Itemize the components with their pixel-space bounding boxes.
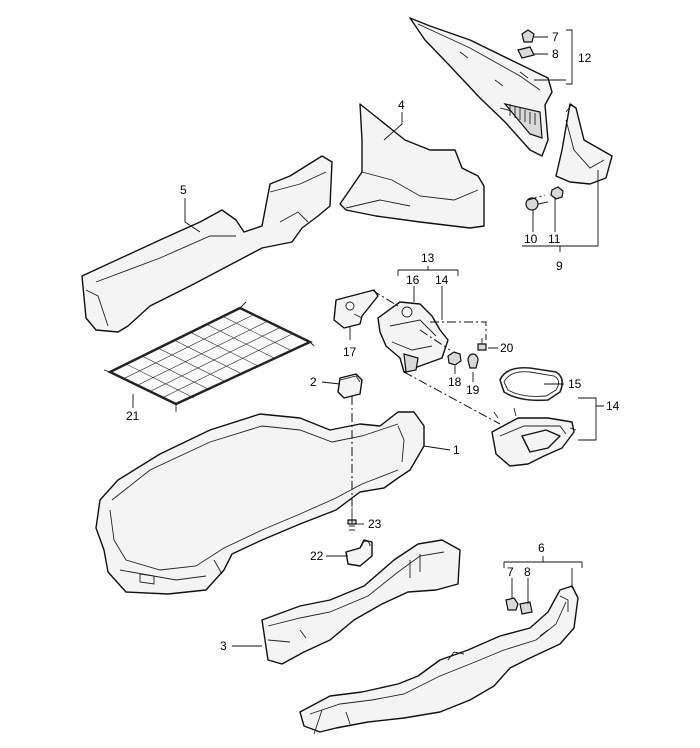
part-22-bracket xyxy=(345,539,373,567)
callout-8-bottom: 8 xyxy=(524,565,531,579)
callout-17: 17 xyxy=(343,345,357,359)
part-16-latch-housing xyxy=(377,301,449,373)
part-11-nut xyxy=(550,186,564,200)
callout-13: 13 xyxy=(421,251,435,265)
callout-20: 20 xyxy=(500,341,514,355)
leader-lines xyxy=(132,29,604,647)
part-20-screw xyxy=(477,338,487,351)
part-8-nut-top xyxy=(517,46,535,59)
part-23-bolt xyxy=(347,508,357,531)
part-19-clip xyxy=(467,353,479,369)
part-5-side-member xyxy=(81,155,333,333)
callout-22: 22 xyxy=(310,549,324,563)
callout-16: 16 xyxy=(406,273,420,287)
part-14-lock-cover xyxy=(491,407,577,467)
callout-1: 1 xyxy=(453,443,460,457)
callout-8-top: 8 xyxy=(552,47,559,61)
callout-7-bottom: 7 xyxy=(507,565,514,579)
callout-18: 18 xyxy=(448,375,462,389)
callout-21: 21 xyxy=(126,409,140,423)
callout-19: 19 xyxy=(466,383,480,397)
callout-2: 2 xyxy=(310,375,317,389)
callout-23: 23 xyxy=(368,517,382,531)
part-3-lower-member xyxy=(261,539,461,665)
part-4-side-panel xyxy=(339,103,485,229)
callout-labels: 7 8 12 4 5 10 11 9 13 16 14 17 20 18 19 … xyxy=(126,30,620,653)
callout-9: 9 xyxy=(556,259,563,273)
part-15-seal xyxy=(499,366,564,402)
part-17-bracket xyxy=(333,289,379,329)
callout-12: 12 xyxy=(578,51,592,65)
callout-10: 10 xyxy=(524,232,538,246)
callout-7-top: 7 xyxy=(552,30,559,44)
part-21-cargo-net xyxy=(103,301,315,412)
part-1-trunk-liner xyxy=(95,411,425,595)
callout-15: 15 xyxy=(568,377,582,391)
callout-14-right: 14 xyxy=(606,399,620,413)
callout-5: 5 xyxy=(180,183,187,197)
part-18-nut xyxy=(447,351,462,366)
part-7-clip-top xyxy=(521,29,535,43)
part-8-nut-bottom xyxy=(519,601,533,615)
assembly-lines xyxy=(351,194,546,510)
callout-4: 4 xyxy=(398,98,405,112)
callout-14-top: 14 xyxy=(435,273,449,287)
callout-6: 6 xyxy=(538,541,545,555)
part-7-clip-bottom xyxy=(505,597,519,611)
callout-3: 3 xyxy=(220,639,227,653)
part-6-rear-member xyxy=(299,585,579,735)
callout-11: 11 xyxy=(548,232,561,246)
part-2-switch xyxy=(337,373,363,399)
part-12-trim-panel xyxy=(409,17,553,157)
part-10-screw xyxy=(525,197,549,211)
part-9-pillar-trim xyxy=(555,103,613,185)
